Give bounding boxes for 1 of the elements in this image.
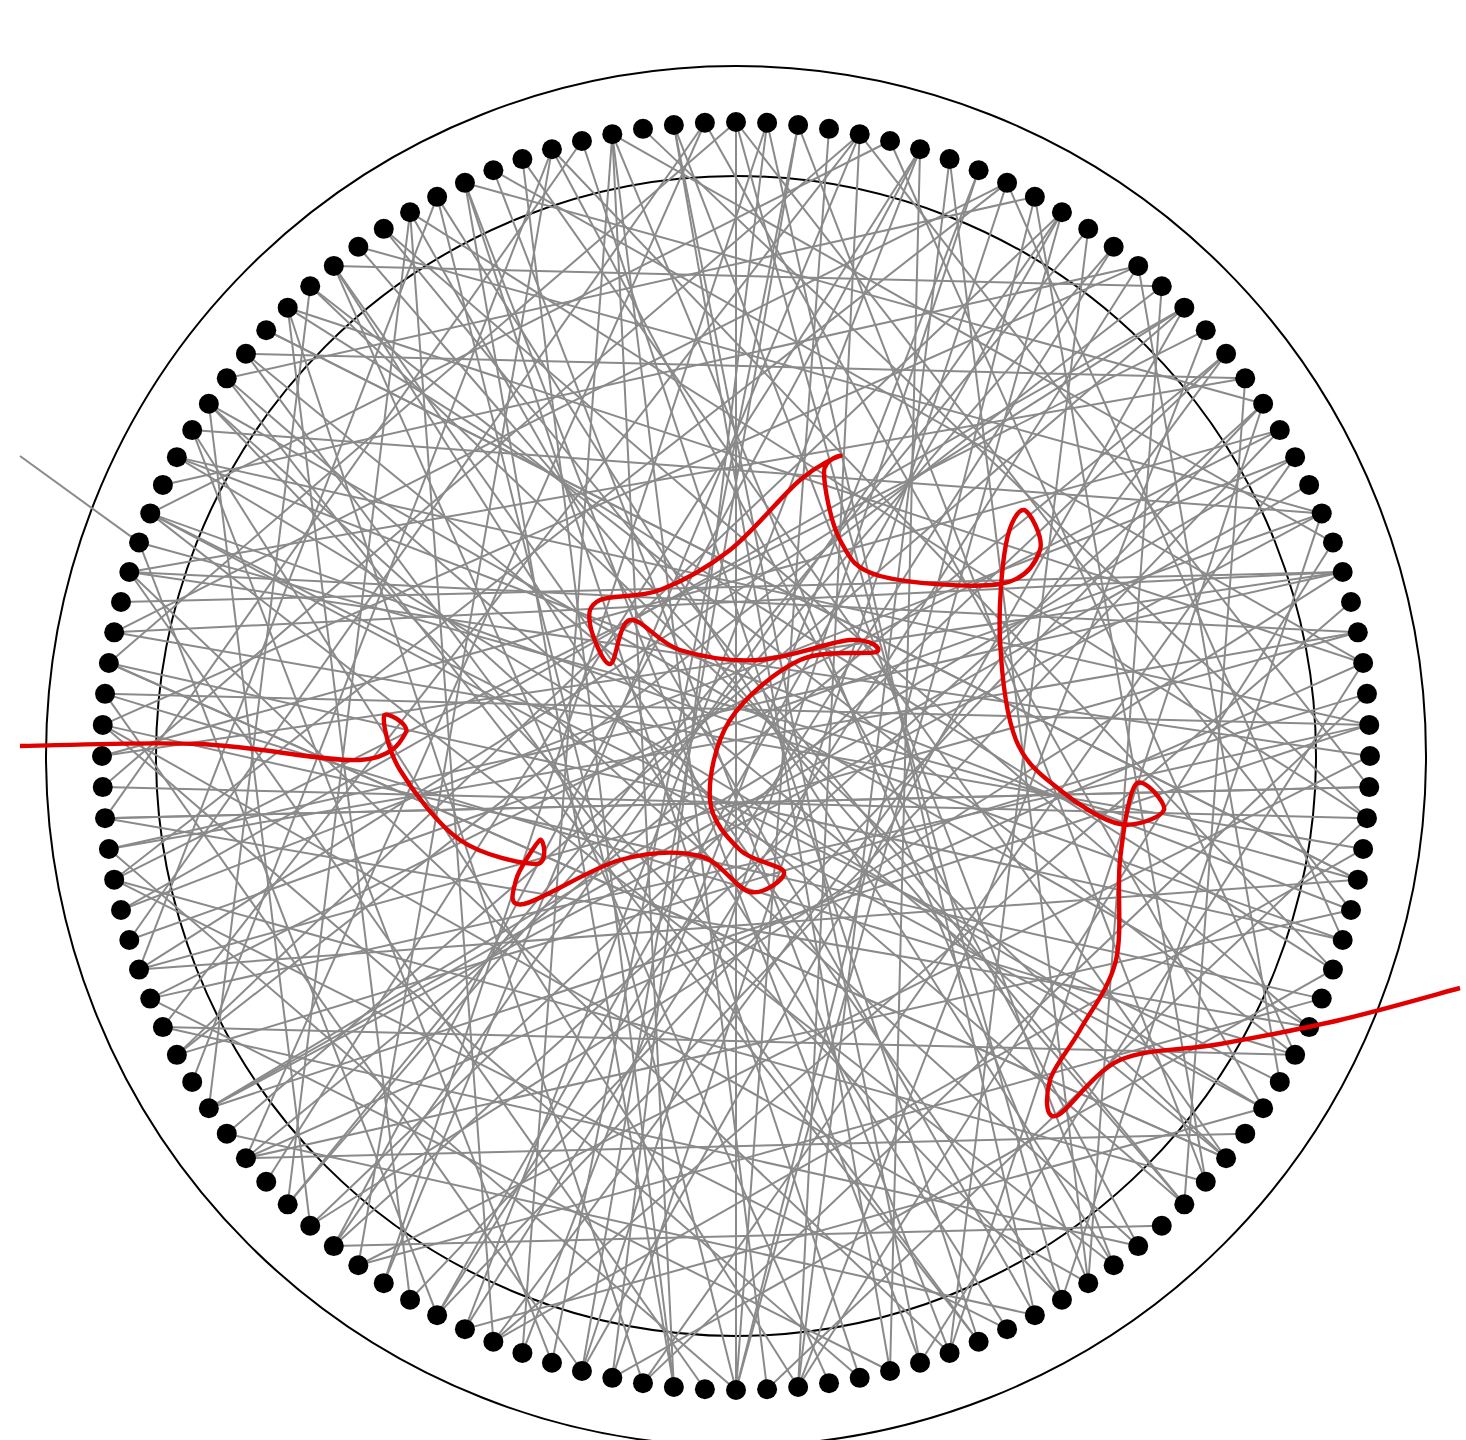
string-art-drawing bbox=[16, 60, 1466, 1440]
